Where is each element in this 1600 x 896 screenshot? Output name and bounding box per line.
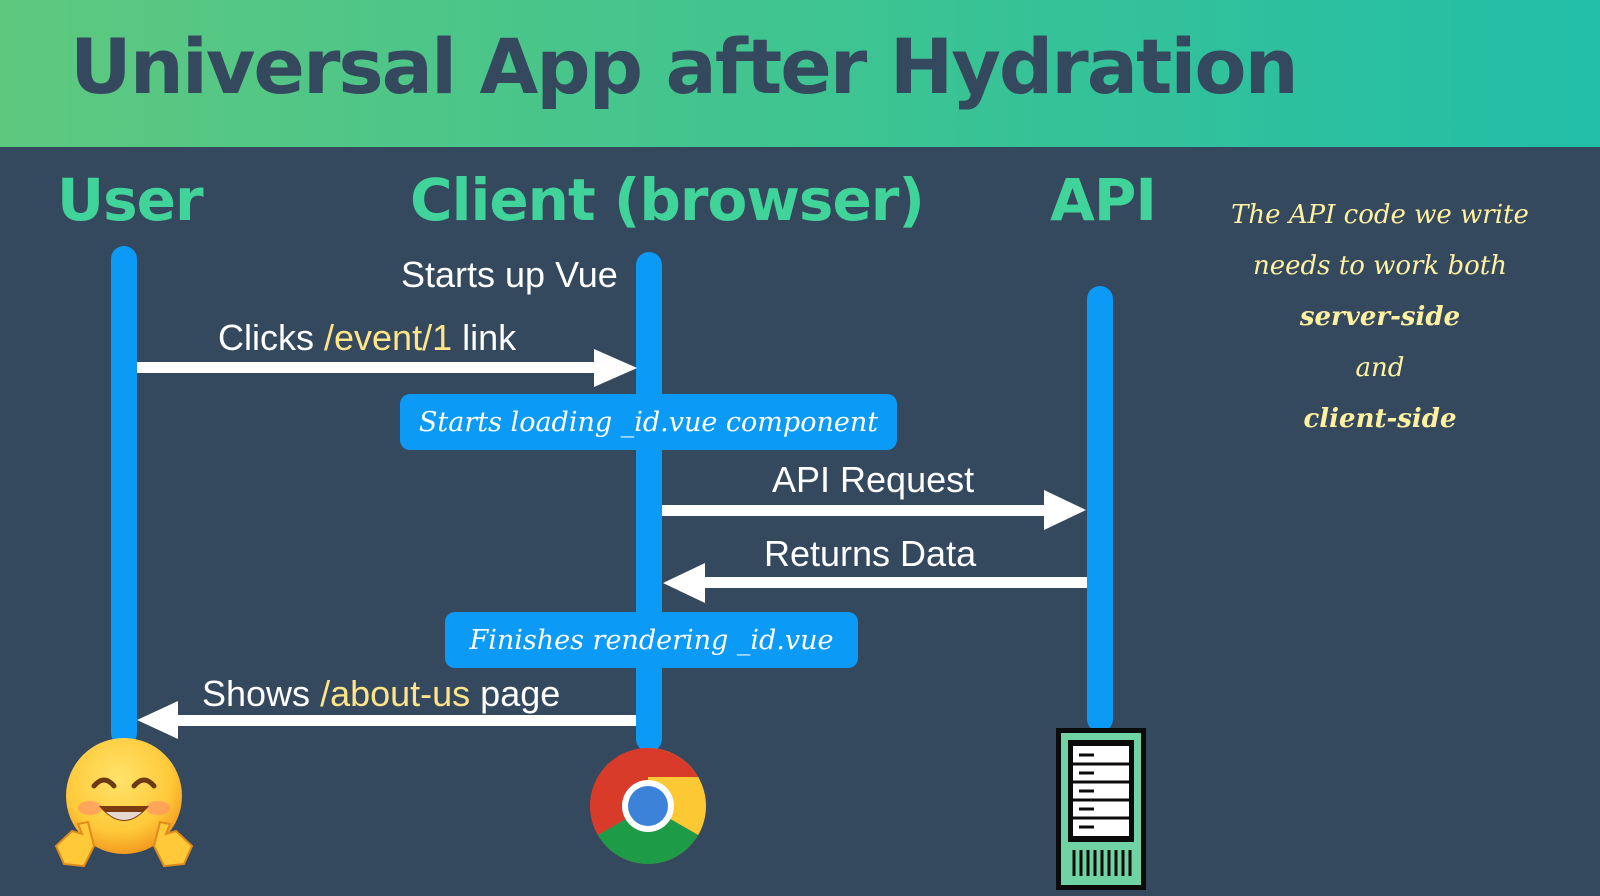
note-line-1: The API code we write [1231, 200, 1529, 230]
loading-component-label: Starts loading _id.vue component [418, 406, 879, 438]
note-line-5: client-side [1303, 404, 1457, 434]
shows-suffix: page [470, 673, 561, 714]
clicks-label: Clicks /event/1 link [218, 320, 516, 356]
api-lifeline [1087, 286, 1113, 732]
user-lifeline [111, 246, 137, 746]
arrow-shows-page [137, 701, 636, 739]
clicks-prefix: Clicks [218, 317, 324, 358]
chrome-browser-icon [590, 748, 706, 864]
note-line-4: and [1355, 353, 1405, 383]
finishes-rendering-label: Finishes rendering _id.vue [469, 624, 834, 656]
note-line-2: needs to work both [1253, 251, 1507, 281]
note-line-3: server-side [1299, 302, 1461, 332]
server-icon [1056, 728, 1146, 890]
client-column-heading: Client (browser) [410, 166, 925, 234]
side-note: The API code we write needs to work both… [1205, 190, 1555, 445]
clicks-suffix: link [452, 317, 517, 358]
api-column-heading: API [1050, 166, 1157, 234]
page-title: Universal App after Hydration [70, 22, 1299, 111]
returns-data-label: Returns Data [764, 533, 977, 574]
clicks-path: /event/1 [324, 317, 453, 358]
arrow-clicks [137, 349, 637, 387]
arrow-api-request [662, 490, 1086, 530]
title-banner: Universal App after Hydration [0, 0, 1600, 147]
shows-prefix: Shows [202, 673, 321, 714]
user-column-heading: User [57, 166, 204, 234]
shows-path: /about-us [320, 673, 471, 714]
api-request-label: API Request [772, 459, 975, 500]
loading-component-box: Starts loading _id.vue component [400, 394, 897, 450]
hugging-face-emoji-icon [54, 738, 194, 868]
finishes-rendering-box: Finishes rendering _id.vue [445, 612, 858, 668]
shows-page-label: Shows /about-us page [202, 676, 560, 712]
client-lifeline [636, 252, 662, 752]
starts-up-label: Starts up Vue [401, 254, 618, 295]
arrow-returns-data [663, 563, 1087, 603]
